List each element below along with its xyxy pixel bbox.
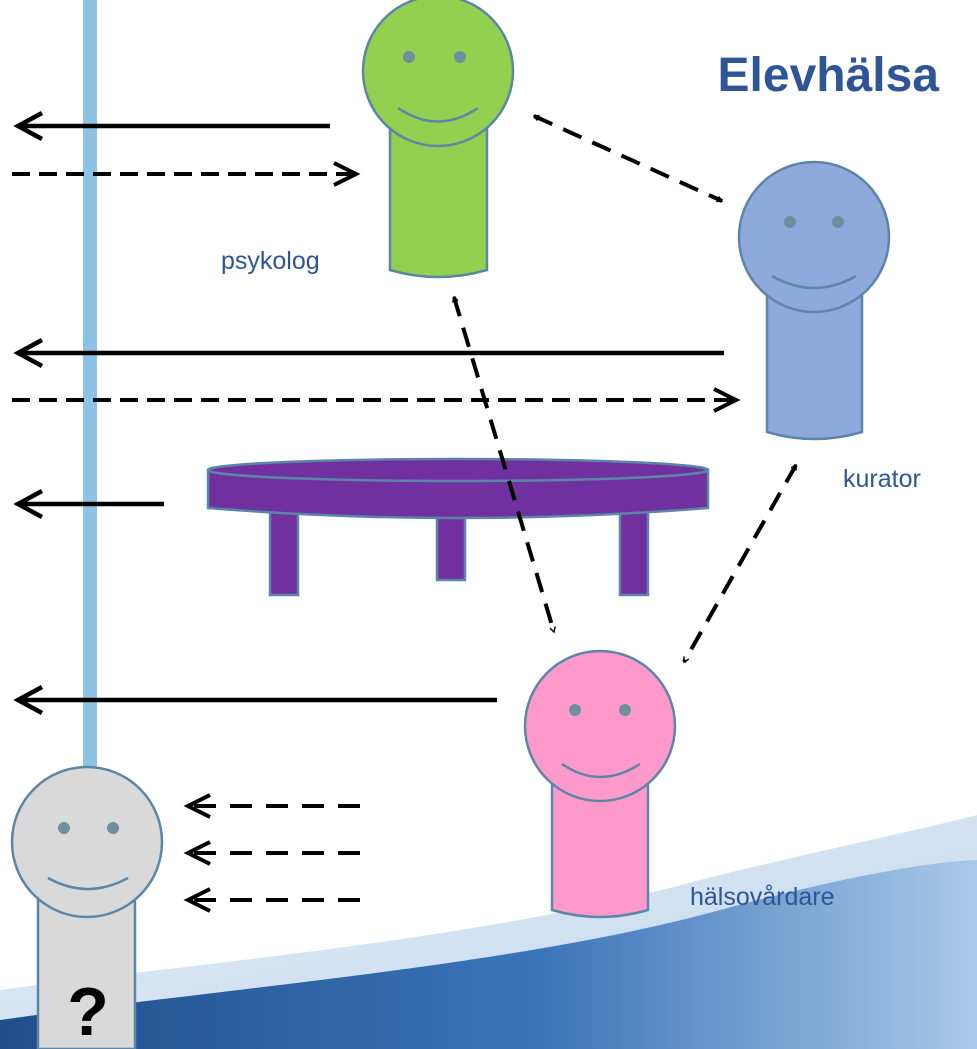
link-psykolog-kurator: [534, 116, 722, 201]
solid-arrow-left-1: [18, 113, 330, 139]
student-label: ?: [67, 974, 109, 1049]
kurator-label: kurator: [843, 465, 921, 493]
kurator-figure: [739, 162, 889, 439]
halsovardare-figure: [525, 651, 675, 917]
table: [208, 459, 708, 595]
halsovardare-label: hälsovårdare: [690, 883, 835, 911]
solid-arrow-left-2: [18, 340, 724, 366]
page-title: Elevhälsa: [718, 49, 940, 102]
psykolog-figure: [363, 0, 513, 277]
vertical-line: [83, 0, 97, 780]
psykolog-label: psykolog: [221, 247, 320, 275]
